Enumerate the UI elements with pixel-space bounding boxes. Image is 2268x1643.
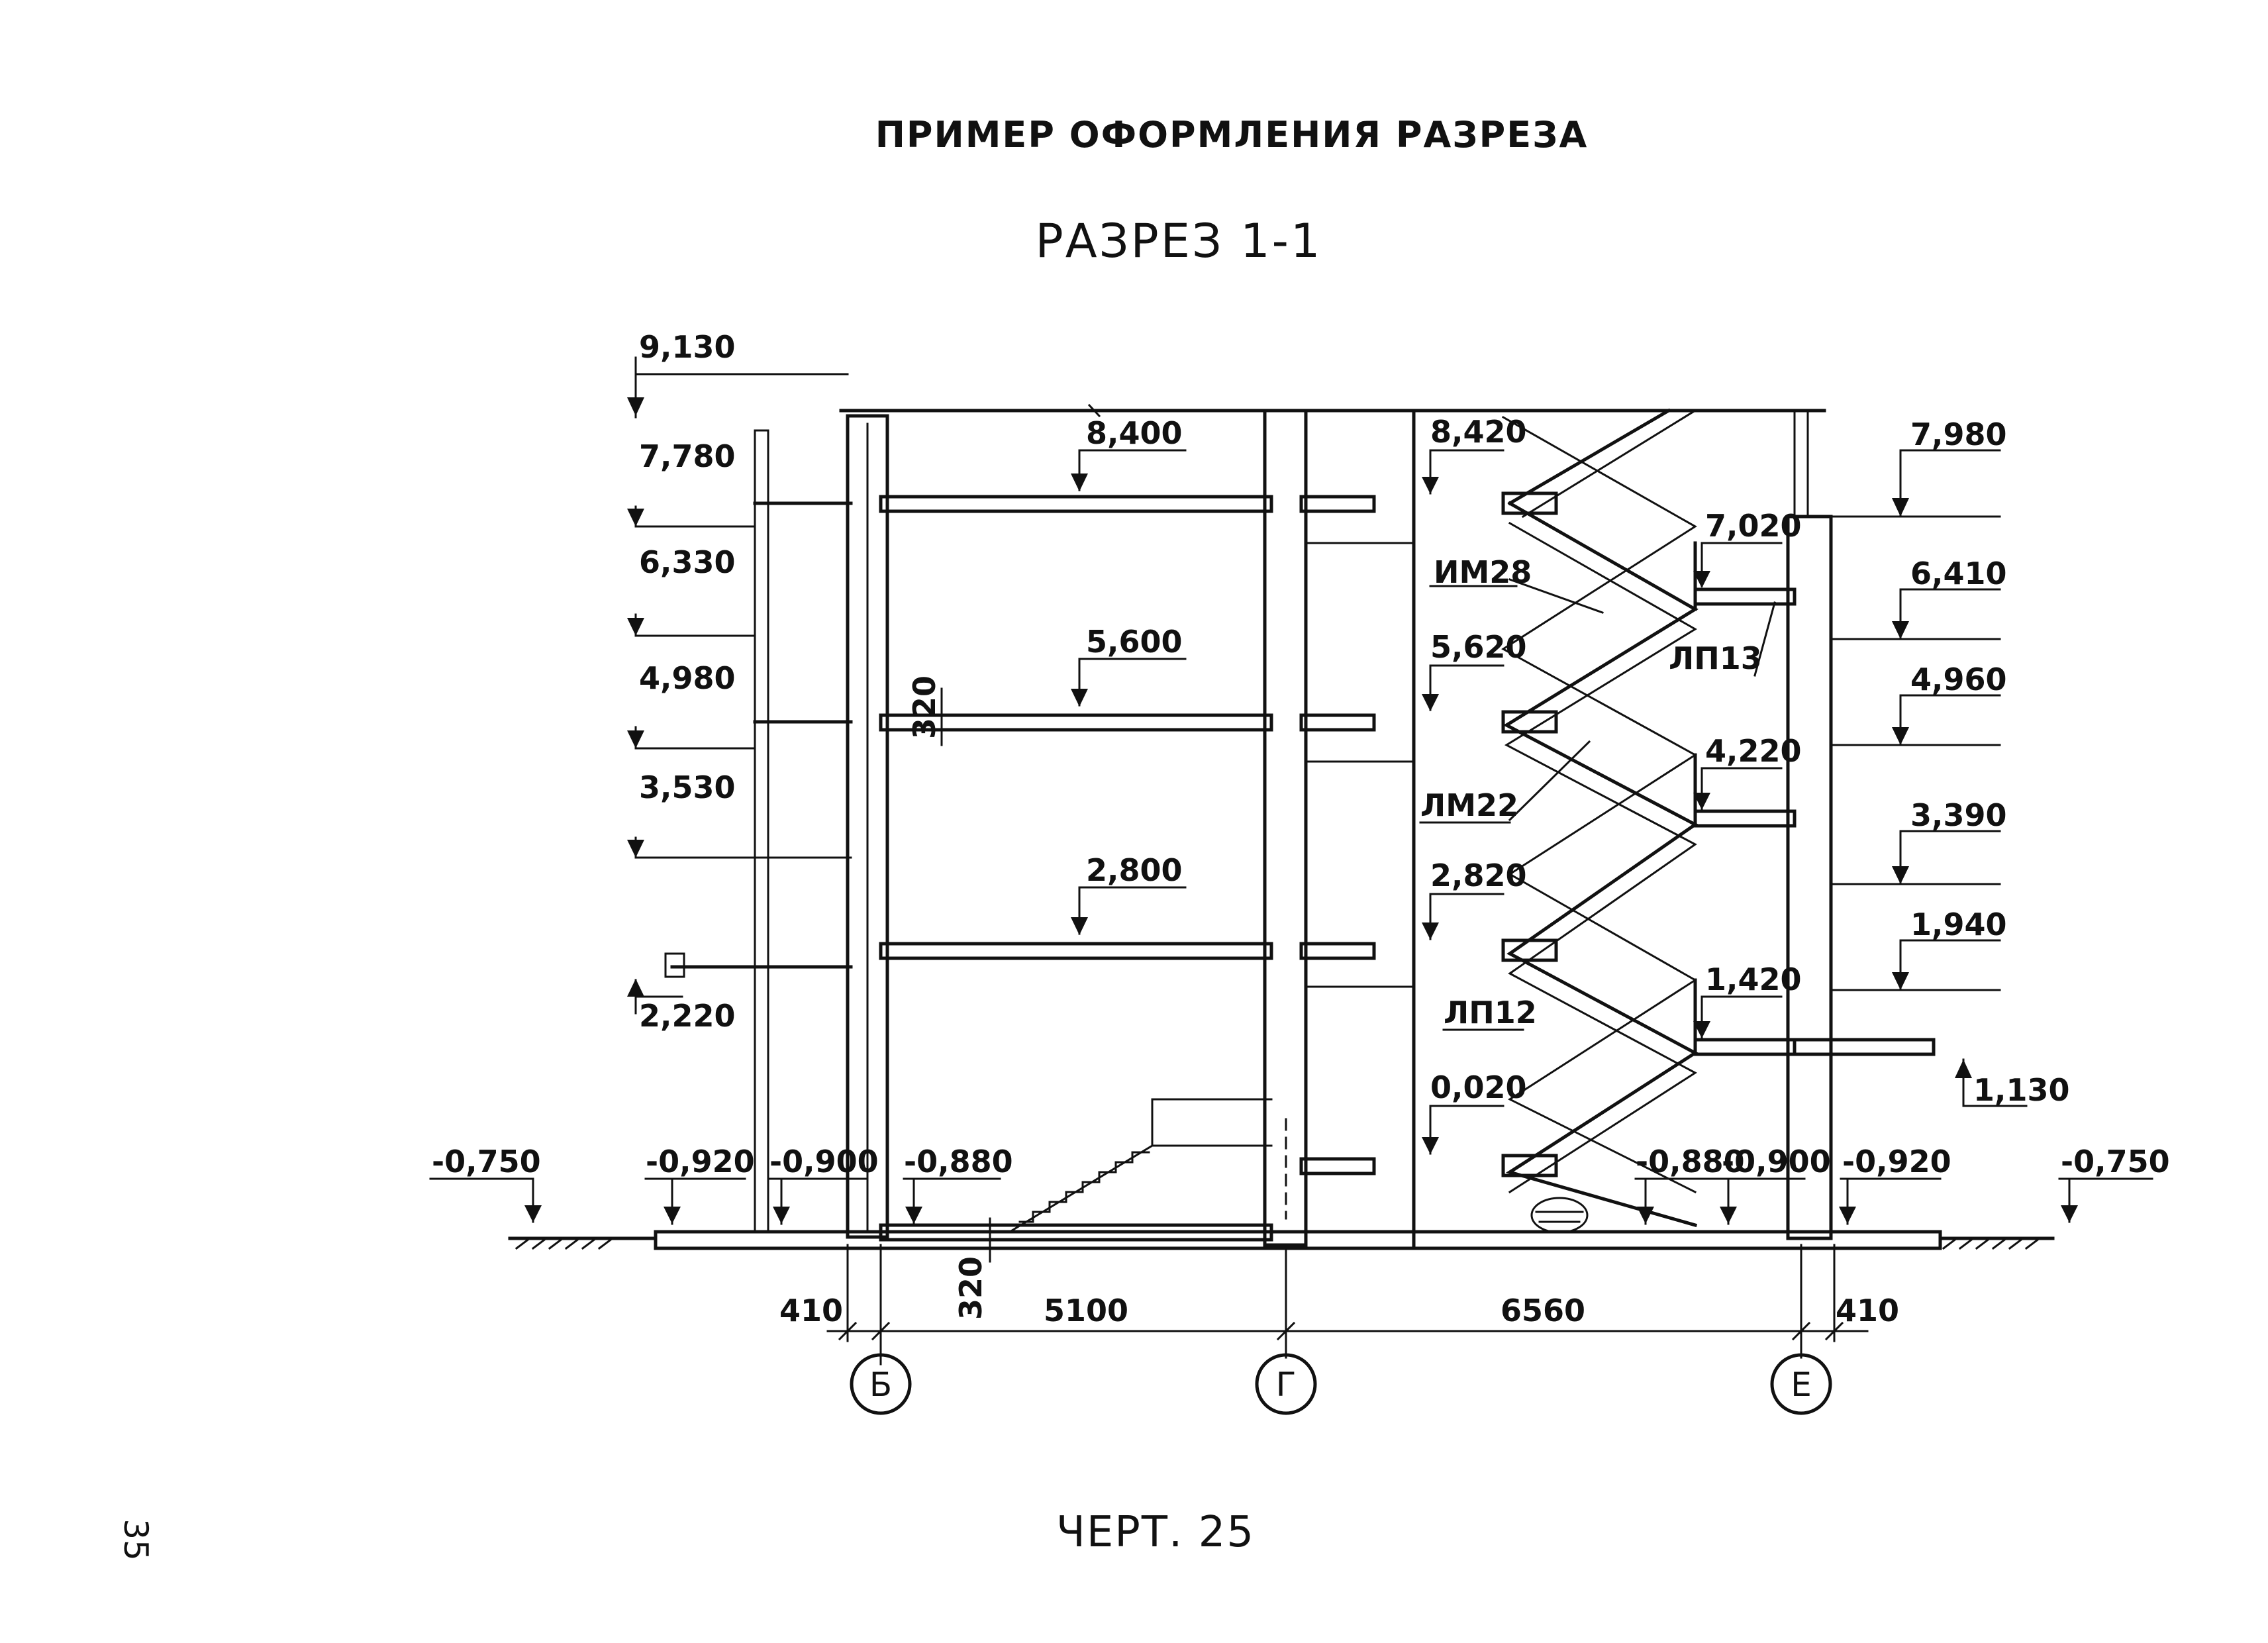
dimension: 5100: [1044, 1293, 1128, 1328]
label-lp13: ЛП13: [1669, 640, 1762, 676]
slab-thickness-dims: 320 320: [907, 675, 991, 1320]
slab-dim: 320: [953, 1256, 989, 1320]
left-level-marks: 9,130 7,780 6,330 4,980 3,530 2,220: [627, 329, 852, 1034]
level-mark: 7,780: [639, 438, 736, 474]
stair-level: 5,620: [1430, 629, 1527, 665]
ground-mark: -0,750: [432, 1144, 541, 1179]
ground-mark: -0,920: [646, 1144, 755, 1179]
stair-level: 2,820: [1430, 858, 1527, 893]
ground-mark: -0,920: [1842, 1144, 1951, 1179]
level-mark: 1,940: [1910, 907, 2007, 942]
axis-marker: Е: [1791, 1366, 1812, 1404]
level-mark: 7,980: [1910, 417, 2007, 452]
right-level-marks: 7,980 6,410 4,960 3,390 1,940 1,130: [1830, 417, 2070, 1108]
floor-level: 8,400: [1086, 415, 1183, 451]
ground-mark: -0,900: [1722, 1144, 1831, 1179]
drawing-caption: ЧЕРТ. 25: [1056, 1508, 1255, 1557]
stair-level: 0,020: [1430, 1070, 1527, 1105]
ground-mark: -0,880: [904, 1144, 1013, 1179]
stair-level: 4,220: [1705, 733, 1802, 769]
dimension: 410: [779, 1293, 843, 1328]
label-im28: ИМ28: [1434, 554, 1532, 590]
slab-dim: 320: [907, 675, 942, 739]
grid-axes: Б Г Е: [850, 1353, 1832, 1415]
label-lm22: ЛМ22: [1420, 787, 1518, 823]
label-lp12: ЛП12: [1444, 995, 1537, 1030]
level-mark: 4,960: [1910, 662, 2007, 697]
stair-level: 1,420: [1705, 962, 1802, 997]
level-mark: 3,530: [639, 770, 736, 805]
level-mark: 6,410: [1910, 556, 2007, 591]
level-mark: 9,130: [639, 329, 736, 365]
section-title: РАЗРЕЗ 1-1: [1036, 214, 1322, 268]
floor-level-marks: 8,400 5,600 2,800: [1071, 415, 1187, 935]
axis-marker: Б: [869, 1366, 892, 1404]
level-mark: 3,390: [1910, 797, 2007, 833]
level-mark: 2,220: [639, 998, 736, 1034]
dimension: 410: [1836, 1293, 1899, 1328]
level-mark: 1,130: [1973, 1072, 2070, 1108]
stair-level: 8,420: [1430, 414, 1527, 450]
axis-marker: Г: [1276, 1366, 1297, 1404]
stair-level: 7,020: [1705, 508, 1802, 544]
level-mark: 6,330: [639, 544, 736, 580]
page-number: 35: [117, 1519, 155, 1561]
ground-level-marks: -0,750 -0,920 -0,900 -0,880 -0,880 -0,90…: [429, 1144, 2170, 1225]
floor-level: 2,800: [1086, 852, 1183, 888]
ground-mark: -0,750: [2061, 1144, 2170, 1179]
ground-mark: -0,880: [1636, 1144, 1745, 1179]
dimension-chain: 410 5100 6560 410: [779, 1244, 1899, 1359]
sheet-header: ПРИМЕР ОФОРМЛЕНИЯ РАЗРЕЗА: [875, 114, 1589, 156]
element-labels: ИМ28 ЛП13 ЛМ22 ЛП12: [1419, 554, 1776, 1031]
level-mark: 4,980: [639, 660, 736, 696]
building-structure: [508, 403, 2055, 1250]
dimension: 6560: [1501, 1293, 1585, 1328]
floor-level: 5,600: [1086, 624, 1183, 660]
stair-level-marks: 8,420 7,020 5,620 4,220 2,820 1,420 0,02…: [1422, 414, 1802, 1155]
ground-mark: -0,900: [769, 1144, 879, 1179]
